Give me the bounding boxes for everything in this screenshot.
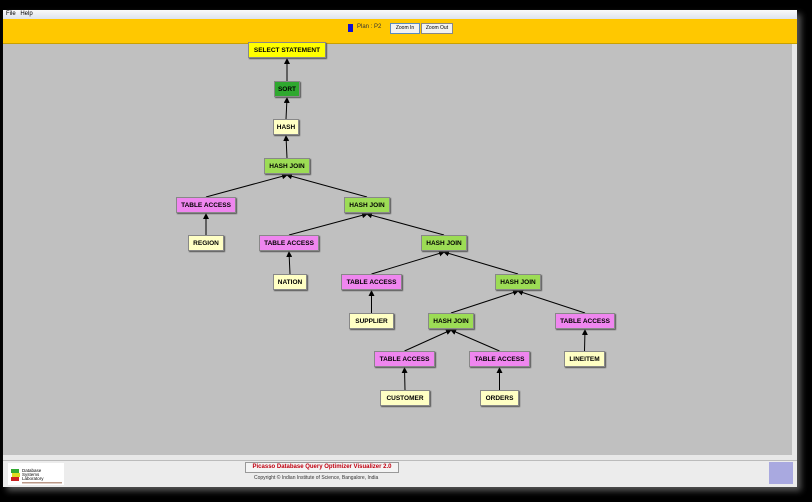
plan-node-hash-join[interactable]: HASH JOIN xyxy=(495,274,541,290)
horizontal-scrollbar[interactable] xyxy=(3,455,797,461)
plan-edge-arrow xyxy=(443,250,519,275)
plan-node-supplier[interactable]: SUPPLIER xyxy=(349,313,394,329)
plan-node-table-access[interactable]: TABLE ACCESS xyxy=(374,351,435,367)
svg-text:Laboratory: Laboratory xyxy=(22,476,44,481)
menu-help[interactable]: Help xyxy=(20,11,33,17)
plan-edge-arrow xyxy=(205,173,288,198)
plan-label: Plan : P2 xyxy=(357,24,382,30)
menu-bar: File Help xyxy=(3,10,797,19)
plan-node-table-access[interactable]: TABLE ACCESS xyxy=(259,235,319,251)
toolbar: Plan : P2 Zoom In Zoom Out xyxy=(3,19,797,44)
plan-node-region[interactable]: REGION xyxy=(188,235,224,251)
plan-edge-arrow xyxy=(517,289,586,314)
copyright-text: Copyright © Indian Institute of Science,… xyxy=(254,475,379,481)
svg-text:Database: Database xyxy=(22,468,42,473)
plan-node-hash-join[interactable]: HASH JOIN xyxy=(428,313,474,329)
plan-node-orders[interactable]: ORDERS xyxy=(480,390,519,406)
plan-node-nation[interactable]: NATION xyxy=(273,274,307,290)
app-title-button[interactable]: Picasso Database Query Optimizer Visuali… xyxy=(245,462,399,473)
plan-edge-arrow xyxy=(283,135,290,159)
plan-node-hash-join[interactable]: HASH JOIN xyxy=(344,197,390,213)
plan-edge-arrow xyxy=(401,367,408,391)
zoom-in-button[interactable]: Zoom In xyxy=(390,23,420,34)
plan-node-table-access[interactable]: TABLE ACCESS xyxy=(555,313,615,329)
plan-color-swatch xyxy=(348,24,353,32)
plan-tree-canvas: SELECT STATEMENT SORT HASH HASH JOIN TAB… xyxy=(3,42,792,455)
plan-node-hash-join[interactable]: HASH JOIN xyxy=(421,235,467,251)
plan-node-lineitem[interactable]: LINEITEM xyxy=(564,351,605,367)
plan-node-hash[interactable]: HASH xyxy=(273,119,299,135)
plan-node-table-access[interactable]: TABLE ACCESS xyxy=(176,197,236,213)
app-window: File Help Plan : P2 Zoom In Zoom Out SEL… xyxy=(3,10,797,487)
plan-edge-arrow xyxy=(366,212,445,236)
plan-edge-arrow xyxy=(450,289,519,314)
plan-edge-arrow xyxy=(283,97,290,120)
iisc-logo xyxy=(769,462,793,484)
plan-edges xyxy=(203,58,588,391)
plan-node-select-statement[interactable]: SELECT STATEMENT xyxy=(248,42,326,58)
plan-node-customer[interactable]: CUSTOMER xyxy=(380,390,430,406)
vertical-scrollbar[interactable] xyxy=(792,44,797,455)
plan-edge-arrow xyxy=(288,212,368,236)
plan-node-hash-join[interactable]: HASH JOIN xyxy=(264,158,310,174)
plan-node-table-access[interactable]: TABLE ACCESS xyxy=(341,274,402,290)
plan-edge-arrow xyxy=(286,173,368,198)
plan-edge-arrow xyxy=(404,329,452,352)
plan-edge-arrow xyxy=(581,329,588,352)
zoom-out-button[interactable]: Zoom Out xyxy=(421,23,453,34)
svg-text:Systems: Systems xyxy=(22,472,40,477)
menu-file[interactable]: File xyxy=(6,11,16,17)
plan-edge-arrow xyxy=(450,329,500,352)
plan-node-sort[interactable]: SORT xyxy=(274,81,300,97)
plan-node-table-access[interactable]: TABLE ACCESS xyxy=(469,351,530,367)
plan-edge-arrow xyxy=(286,251,293,275)
plan-edge-arrow xyxy=(371,250,445,275)
